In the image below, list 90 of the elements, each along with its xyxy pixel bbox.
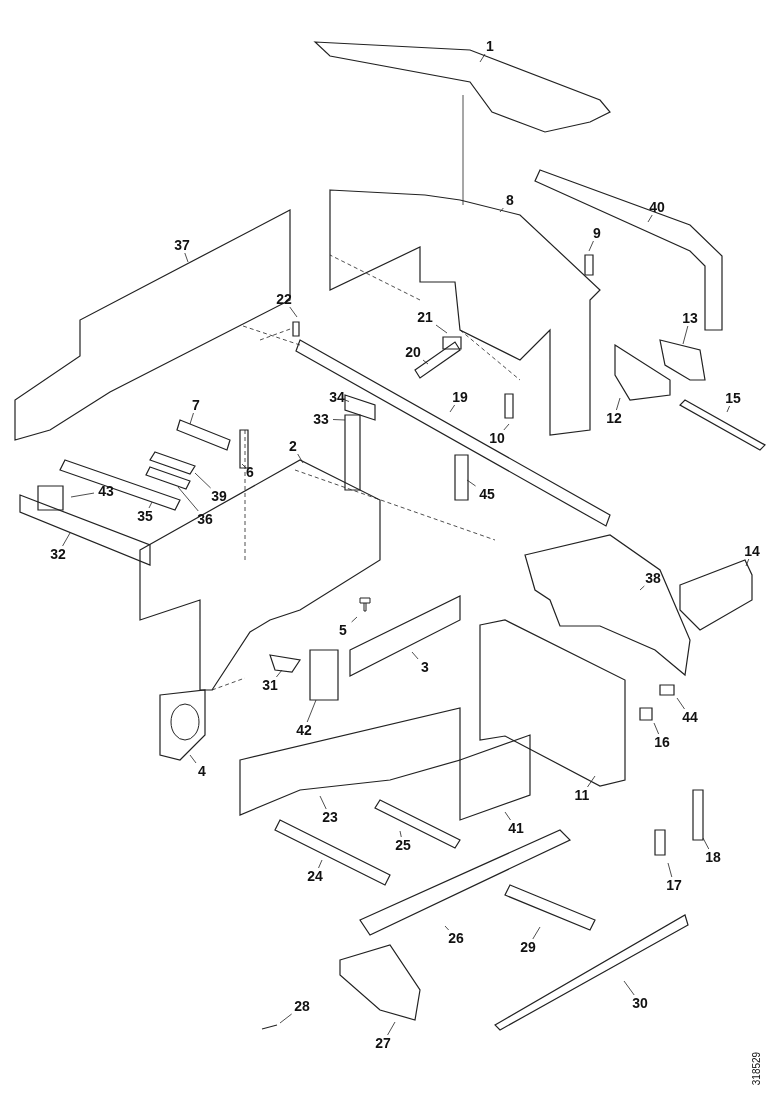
leader-line [399, 830, 402, 838]
callout-number: 33 [309, 411, 333, 427]
leader-line [479, 53, 486, 63]
leader-line [344, 399, 350, 402]
leader-line [504, 811, 511, 821]
leader-line [532, 926, 541, 940]
leader-line [194, 472, 212, 489]
leader-line [616, 397, 621, 411]
callout-number: 13 [678, 310, 702, 326]
leader-line [62, 532, 71, 547]
callout-number: 30 [628, 995, 652, 1011]
callout-number: 8 [498, 192, 522, 208]
leader-line [682, 325, 689, 345]
callout-number: 44 [678, 709, 702, 725]
callout-number: 45 [475, 486, 499, 502]
leader-line [387, 1021, 396, 1036]
leader-line [623, 980, 635, 996]
leader-line [422, 359, 429, 365]
callout-number: 35 [133, 508, 157, 524]
callout-number: 4 [190, 763, 214, 779]
leader-line [667, 862, 673, 878]
leader-line [587, 775, 596, 788]
leader-line [70, 492, 95, 498]
leader-line [297, 453, 304, 464]
leader-line [653, 722, 660, 735]
callout-number: 9 [585, 225, 609, 241]
callout-number: 25 [391, 837, 415, 853]
leader-line [639, 585, 645, 591]
leader-line [177, 486, 199, 512]
leader-line [184, 252, 189, 263]
callout-number: 26 [444, 930, 468, 946]
callout-number: 15 [721, 390, 745, 406]
callout-number: 17 [662, 877, 686, 893]
callout-number: 42 [292, 722, 316, 738]
callout-number: 2 [281, 438, 305, 454]
callout-number: 43 [94, 483, 118, 499]
callout-number: 34 [325, 389, 349, 405]
callout-number: 1 [478, 38, 502, 54]
callout-number: 31 [258, 677, 282, 693]
leader-line [647, 214, 653, 223]
leader-line [351, 616, 358, 623]
leader-line [189, 754, 197, 764]
callout-number: 20 [401, 344, 425, 360]
leader-line [499, 207, 504, 213]
leader-line [332, 419, 346, 421]
callout-number: 37 [170, 237, 194, 253]
leader-line [503, 423, 510, 431]
callout-number: 3 [413, 659, 437, 675]
callout-number: 14 [740, 543, 764, 559]
leader-line [449, 404, 456, 413]
drawing-number: 318529 [751, 1051, 763, 1086]
callout-number: 41 [504, 820, 528, 836]
callout-number: 7 [184, 397, 208, 413]
leader-line [241, 463, 247, 469]
callout-number: 24 [303, 868, 327, 884]
leader-line [726, 405, 730, 413]
callout-number: 29 [516, 939, 540, 955]
leader-line [319, 795, 327, 810]
leader-line [411, 651, 419, 660]
callout-number: 12 [602, 410, 626, 426]
callout-number: 38 [641, 570, 665, 586]
leader-line [148, 501, 153, 509]
callout-number: 32 [46, 546, 70, 562]
leader-line [466, 479, 476, 487]
leader-line [276, 669, 283, 678]
callout-number: 21 [413, 309, 437, 325]
callout-number: 18 [701, 849, 725, 865]
leader-line [318, 859, 323, 869]
leader-line [306, 699, 317, 723]
callout-number: 23 [318, 809, 342, 825]
callout-number: 27 [371, 1035, 395, 1051]
leader-line [435, 324, 448, 334]
leader-line [189, 412, 194, 425]
leader-line [588, 240, 594, 252]
callout-number: 39 [207, 488, 231, 504]
callout-number: 28 [290, 998, 314, 1014]
callout-number: 19 [448, 389, 472, 405]
callout-number: 5 [331, 622, 355, 638]
leader-line [279, 1013, 293, 1024]
callout-number: 36 [193, 511, 217, 527]
leader-line [289, 306, 298, 318]
callout-number: 40 [645, 199, 669, 215]
leader-line [745, 558, 750, 567]
callout-number: 11 [570, 787, 594, 803]
callout-number: 10 [485, 430, 509, 446]
callout-number: 6 [238, 464, 262, 480]
leader-line [702, 837, 710, 850]
callout-number: 16 [650, 734, 674, 750]
leader-line [444, 925, 450, 931]
leader-line [676, 697, 685, 710]
